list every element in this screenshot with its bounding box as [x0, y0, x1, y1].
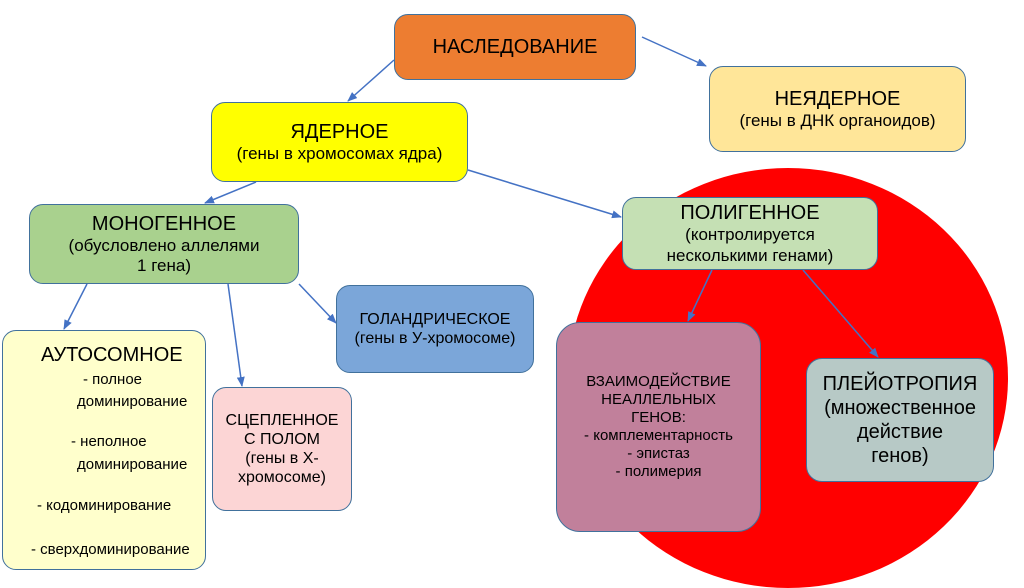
sex-linked-line-2: С ПОЛОМ: [243, 430, 321, 448]
nuclear-title: ЯДЕРНОЕ: [290, 120, 389, 143]
interaction-line-3: ГЕНОВ:: [631, 409, 686, 426]
connector-layer: [63, 36, 879, 387]
arrow-polygenic-to-pleiotropy: [802, 269, 879, 358]
sex-linked-line-3: (гены в Х-: [245, 450, 319, 467]
holandric-title: ГОЛАНДРИЧЕСКОЕ: [359, 310, 511, 328]
pleiotropy-line-3: действие: [856, 421, 944, 443]
polygenic-line-2: несколькими генами): [666, 245, 834, 265]
arrow-inheritance-to-non-nuclear: [641, 36, 707, 67]
sex-linked-box: СЦЕПЛЕННОЕ С ПОЛОМ (гены в Х- хромосоме): [212, 387, 352, 511]
monogenic-box: МОНОГЕННОЕ (обусловлено аллелями 1 гена): [29, 204, 299, 284]
arrow-nuclear-to-polygenic: [467, 169, 622, 219]
interaction-line-6: - полимерия: [615, 463, 702, 480]
pleiotropy-box: ПЛЕЙОТРОПИЯ (множественное действие гено…: [806, 358, 994, 482]
autosomal-title: АУТОСОМНОЕ: [41, 344, 183, 366]
autosomal-item: - кодоминирование: [37, 497, 172, 514]
interaction-box: ВЗАИМОДЕЙСТВИЕ НЕАЛЛЕЛЬНЫХ ГЕНОВ: - комп…: [556, 322, 761, 532]
monogenic-title: МОНОГЕННОЕ: [91, 212, 237, 235]
non-nuclear-subtitle: (гены в ДНК органоидов): [739, 110, 936, 130]
autosomal-item: доминирование: [77, 393, 188, 410]
polygenic-box: ПОЛИГЕННОЕ (контролируется несколькими г…: [622, 197, 878, 270]
holandric-box: ГОЛАНДРИЧЕСКОЕ (гены в У-хромосоме): [336, 285, 534, 373]
non-nuclear-box: НЕЯДЕРНОЕ (гены в ДНК органоидов): [709, 66, 966, 152]
arrow-nuclear-to-monogenic: [204, 181, 257, 204]
holandric-subtitle: (гены в У-хромосоме): [354, 330, 516, 347]
autosomal-box: АУТОСОМНОЕ - полное доминирование - непо…: [2, 330, 206, 570]
interaction-line-1: ВЗАИМОДЕЙСТВИЕ: [586, 373, 731, 390]
arrow-monogenic-to-holandric: [298, 283, 337, 324]
autosomal-item: - сверхдоминирование: [31, 541, 190, 558]
autosomal-item: - полное: [83, 371, 143, 388]
autosomal-item: доминирование: [77, 456, 188, 473]
pleiotropy-line-1: ПЛЕЙОТРОПИЯ: [822, 373, 978, 395]
inheritance-title: НАСЛЕДОВАНИЕ: [432, 36, 598, 58]
monogenic-line-1: (обусловлено аллелями: [68, 235, 260, 255]
arrow-monogenic-to-autosomal: [63, 283, 88, 330]
nuclear-subtitle: (гены в хромосомах ядра): [236, 143, 443, 163]
pleiotropy-line-2: (множественное: [824, 397, 976, 419]
polygenic-line-1: (контролируется: [685, 225, 815, 245]
sex-linked-line-1: СЦЕПЛЕННОЕ: [225, 411, 339, 429]
autosomal-item: - неполное: [71, 433, 147, 450]
inheritance-box: НАСЛЕДОВАНИЕ: [394, 14, 636, 80]
interaction-line-2: НЕАЛЛЕЛЬНЫХ: [601, 391, 716, 408]
arrow-polygenic-to-interaction: [687, 269, 713, 322]
non-nuclear-title: НЕЯДЕРНОЕ: [774, 87, 901, 110]
interaction-line-4: - комплементарность: [584, 427, 733, 444]
pleiotropy-line-4: генов): [871, 445, 929, 467]
arrow-inheritance-to-nuclear: [347, 59, 395, 102]
monogenic-line-2: 1 гена): [137, 256, 191, 275]
arrow-monogenic-to-sex-linked: [227, 283, 245, 387]
sex-linked-line-4: хромосоме): [238, 469, 326, 487]
interaction-line-5: - эпистаз: [627, 445, 690, 462]
polygenic-title: ПОЛИГЕННОЕ: [680, 202, 820, 225]
nuclear-box: ЯДЕРНОЕ (гены в хромосомах ядра): [211, 102, 468, 182]
